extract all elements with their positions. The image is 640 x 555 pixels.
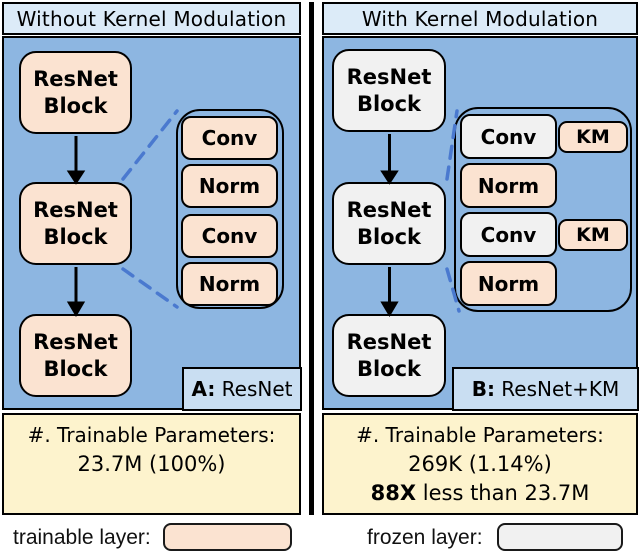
right-panel-title: With Kernel Modulation bbox=[361, 6, 599, 31]
params-value: 23.7M (100%) bbox=[77, 452, 226, 476]
params-heading: #. Trainable Parameters: bbox=[27, 423, 276, 447]
legend-frozen-swatch bbox=[497, 523, 623, 551]
resnet-block: ResNet Block bbox=[332, 314, 446, 397]
conv-layer: Conv bbox=[460, 114, 557, 159]
block-detail-container: Conv Norm Conv Norm bbox=[176, 109, 284, 309]
resnet-block: ResNet Block bbox=[19, 314, 132, 397]
block-detail-container: Conv KM Norm Conv KM Norm bbox=[454, 107, 632, 312]
variant-name: ResNet bbox=[215, 377, 293, 401]
variant-letter: A: bbox=[191, 377, 216, 401]
left-panel-body: ResNet Block ResNet Block ResNet Block C… bbox=[2, 36, 302, 411]
norm-layer: Norm bbox=[181, 164, 278, 208]
norm-layer: Norm bbox=[181, 262, 278, 306]
legend-trainable-label: trainable layer: bbox=[13, 526, 151, 549]
km-module: KM bbox=[558, 219, 628, 251]
km-module: KM bbox=[558, 121, 628, 153]
right-panel-body: ResNet Block ResNet Block ResNet Block C… bbox=[322, 36, 639, 411]
variant-label-a: A: ResNet bbox=[182, 367, 302, 411]
resnet-block: ResNet Block bbox=[19, 51, 132, 134]
conv-layer: Conv bbox=[460, 212, 557, 257]
resnet-block: ResNet Block bbox=[332, 49, 446, 132]
resnet-block: ResNet Block bbox=[19, 182, 132, 265]
conv-layer: Conv bbox=[181, 116, 278, 160]
left-panel-title: Without Kernel Modulation bbox=[16, 6, 287, 31]
norm-layer: Norm bbox=[460, 261, 557, 306]
norm-layer: Norm bbox=[460, 163, 557, 208]
params-value: 269K (1.14%) bbox=[408, 452, 552, 476]
variant-letter: B: bbox=[471, 377, 495, 401]
right-panel-title-bar: With Kernel Modulation bbox=[322, 2, 638, 35]
conv-layer: Conv bbox=[181, 214, 278, 258]
params-factor: 88X bbox=[370, 481, 417, 505]
variant-name: ResNet+KM bbox=[494, 377, 620, 401]
legend-frozen-label: frozen layer: bbox=[367, 526, 483, 549]
resnet-block: ResNet Block bbox=[332, 182, 446, 265]
left-params-note: #. Trainable Parameters: 23.7M (100%) bbox=[2, 413, 301, 515]
right-params-note: #. Trainable Parameters: 269K (1.14%) 88… bbox=[322, 413, 638, 515]
params-comparison: 88X less than 23.7M bbox=[370, 481, 590, 505]
params-heading: #. Trainable Parameters: bbox=[356, 423, 604, 447]
left-panel-title-bar: Without Kernel Modulation bbox=[2, 2, 301, 35]
panel-divider bbox=[309, 2, 314, 515]
variant-label-b: B: ResNet+KM bbox=[452, 367, 639, 411]
legend-trainable-swatch bbox=[163, 523, 292, 551]
